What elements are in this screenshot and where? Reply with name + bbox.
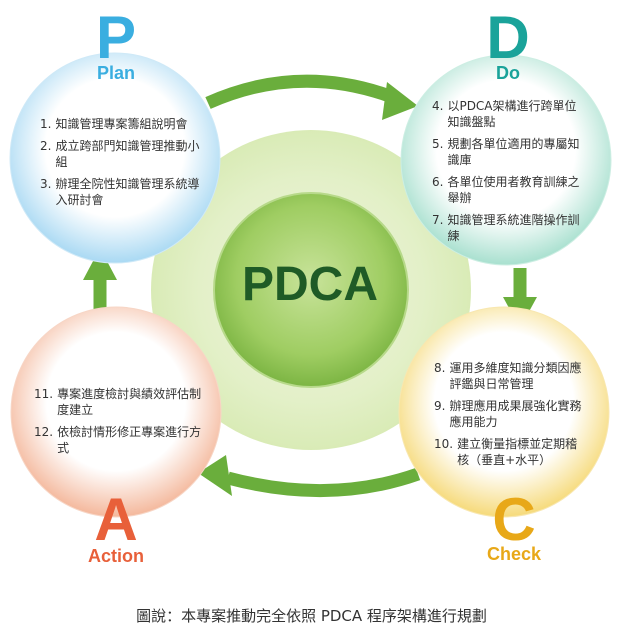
action-item-list: 11.專案進度檢討與績效評估制度建立 12.依檢討情形修正專案進行方式 — [34, 386, 202, 462]
arrowhead-plan — [83, 248, 117, 280]
do-letter: D — [486, 4, 530, 71]
list-item: 2.成立跨部門知識管理推動小組 — [40, 138, 200, 170]
check-circle — [398, 306, 610, 518]
action-label: Action — [88, 546, 144, 566]
plan-letter: P — [95, 4, 137, 71]
list-item: 1.知識管理專案籌組說明會 — [40, 116, 200, 132]
list-item: 5.規劃各單位適用的專屬知識庫 — [432, 136, 582, 168]
arrow-check-to-action — [226, 467, 421, 497]
do-circle — [400, 54, 612, 266]
list-item: 3.辦理全院性知識管理系統導入研討會 — [40, 176, 200, 208]
item-number: 7. — [432, 213, 444, 227]
item-text: 建立衡量指標並定期稽核（垂直+水平） — [457, 437, 578, 467]
list-item: 6.各單位使用者教育訓練之舉辦 — [432, 174, 582, 206]
item-text: 以PDCA架構進行跨單位知識盤點 — [447, 99, 577, 129]
item-text: 辦理應用成果展強化實務應用能力 — [449, 399, 582, 429]
item-number: 1. — [40, 117, 52, 131]
item-text: 知識管理系統進階操作訓練 — [447, 213, 580, 243]
check-item-list: 8.運用多維度知識分類因應評鑑與日常管理 9.辦理應用成果展強化實務應用能力 1… — [434, 360, 584, 474]
item-text: 各單位使用者教育訓練之舉辦 — [447, 175, 580, 205]
plan-label: Plan — [96, 63, 135, 83]
item-number: 9. — [434, 399, 446, 413]
item-number: 2. — [40, 139, 52, 153]
center-label: PDCA — [241, 258, 378, 311]
list-item: 11.專案進度檢討與績效評估制度建立 — [34, 386, 202, 418]
item-text: 知識管理專案籌組說明會 — [55, 117, 188, 131]
plan-circle — [9, 52, 221, 264]
item-text: 辦理全院性知識管理系統導入研討會 — [55, 177, 200, 207]
plan-item-list: 1.知識管理專案籌組說明會 2.成立跨部門知識管理推動小組 3.辦理全院性知識管… — [40, 116, 200, 214]
check-letter: C — [492, 486, 536, 553]
item-text: 專案進度檢討與績效評估制度建立 — [57, 387, 202, 417]
item-number: 11. — [34, 387, 54, 401]
list-item: 10.建立衡量指標並定期稽核（垂直+水平） — [434, 436, 584, 468]
check-label: Check — [486, 544, 542, 564]
item-text: 規劃各單位適用的專屬知識庫 — [447, 137, 580, 167]
list-item: 7.知識管理系統進階操作訓練 — [432, 212, 582, 244]
item-text: 成立跨部門知識管理推動小組 — [55, 139, 200, 169]
figure-caption: 圖說：本專案推動完全依照 PDCA 程序架構進行規劃 — [136, 607, 487, 625]
arrow-plan-to-do — [205, 74, 398, 109]
action-circle — [10, 306, 222, 518]
center-circle — [213, 192, 409, 388]
item-number: 8. — [434, 361, 446, 375]
arrowhead-do — [382, 82, 418, 120]
action-letter: A — [94, 486, 138, 553]
arrowhead-action — [198, 455, 232, 496]
list-item: 4.以PDCA架構進行跨單位知識盤點 — [432, 98, 582, 130]
list-item: 8.運用多維度知識分類因應評鑑與日常管理 — [434, 360, 584, 392]
item-number: 4. — [432, 99, 444, 113]
item-number: 10. — [434, 437, 454, 451]
item-text: 運用多維度知識分類因應評鑑與日常管理 — [449, 361, 582, 391]
item-number: 5. — [432, 137, 444, 151]
do-label: Do — [496, 63, 520, 83]
list-item: 9.辦理應用成果展強化實務應用能力 — [434, 398, 584, 430]
item-text: 依檢討情形修正專案進行方式 — [57, 425, 202, 455]
item-number: 12. — [34, 425, 54, 439]
do-item-list: 4.以PDCA架構進行跨單位知識盤點 5.規劃各單位適用的專屬知識庫 6.各單位… — [432, 98, 582, 250]
item-number: 6. — [432, 175, 444, 189]
item-number: 3. — [40, 177, 52, 191]
list-item: 12.依檢討情形修正專案進行方式 — [34, 424, 202, 456]
cycle-arrows — [93, 74, 527, 497]
